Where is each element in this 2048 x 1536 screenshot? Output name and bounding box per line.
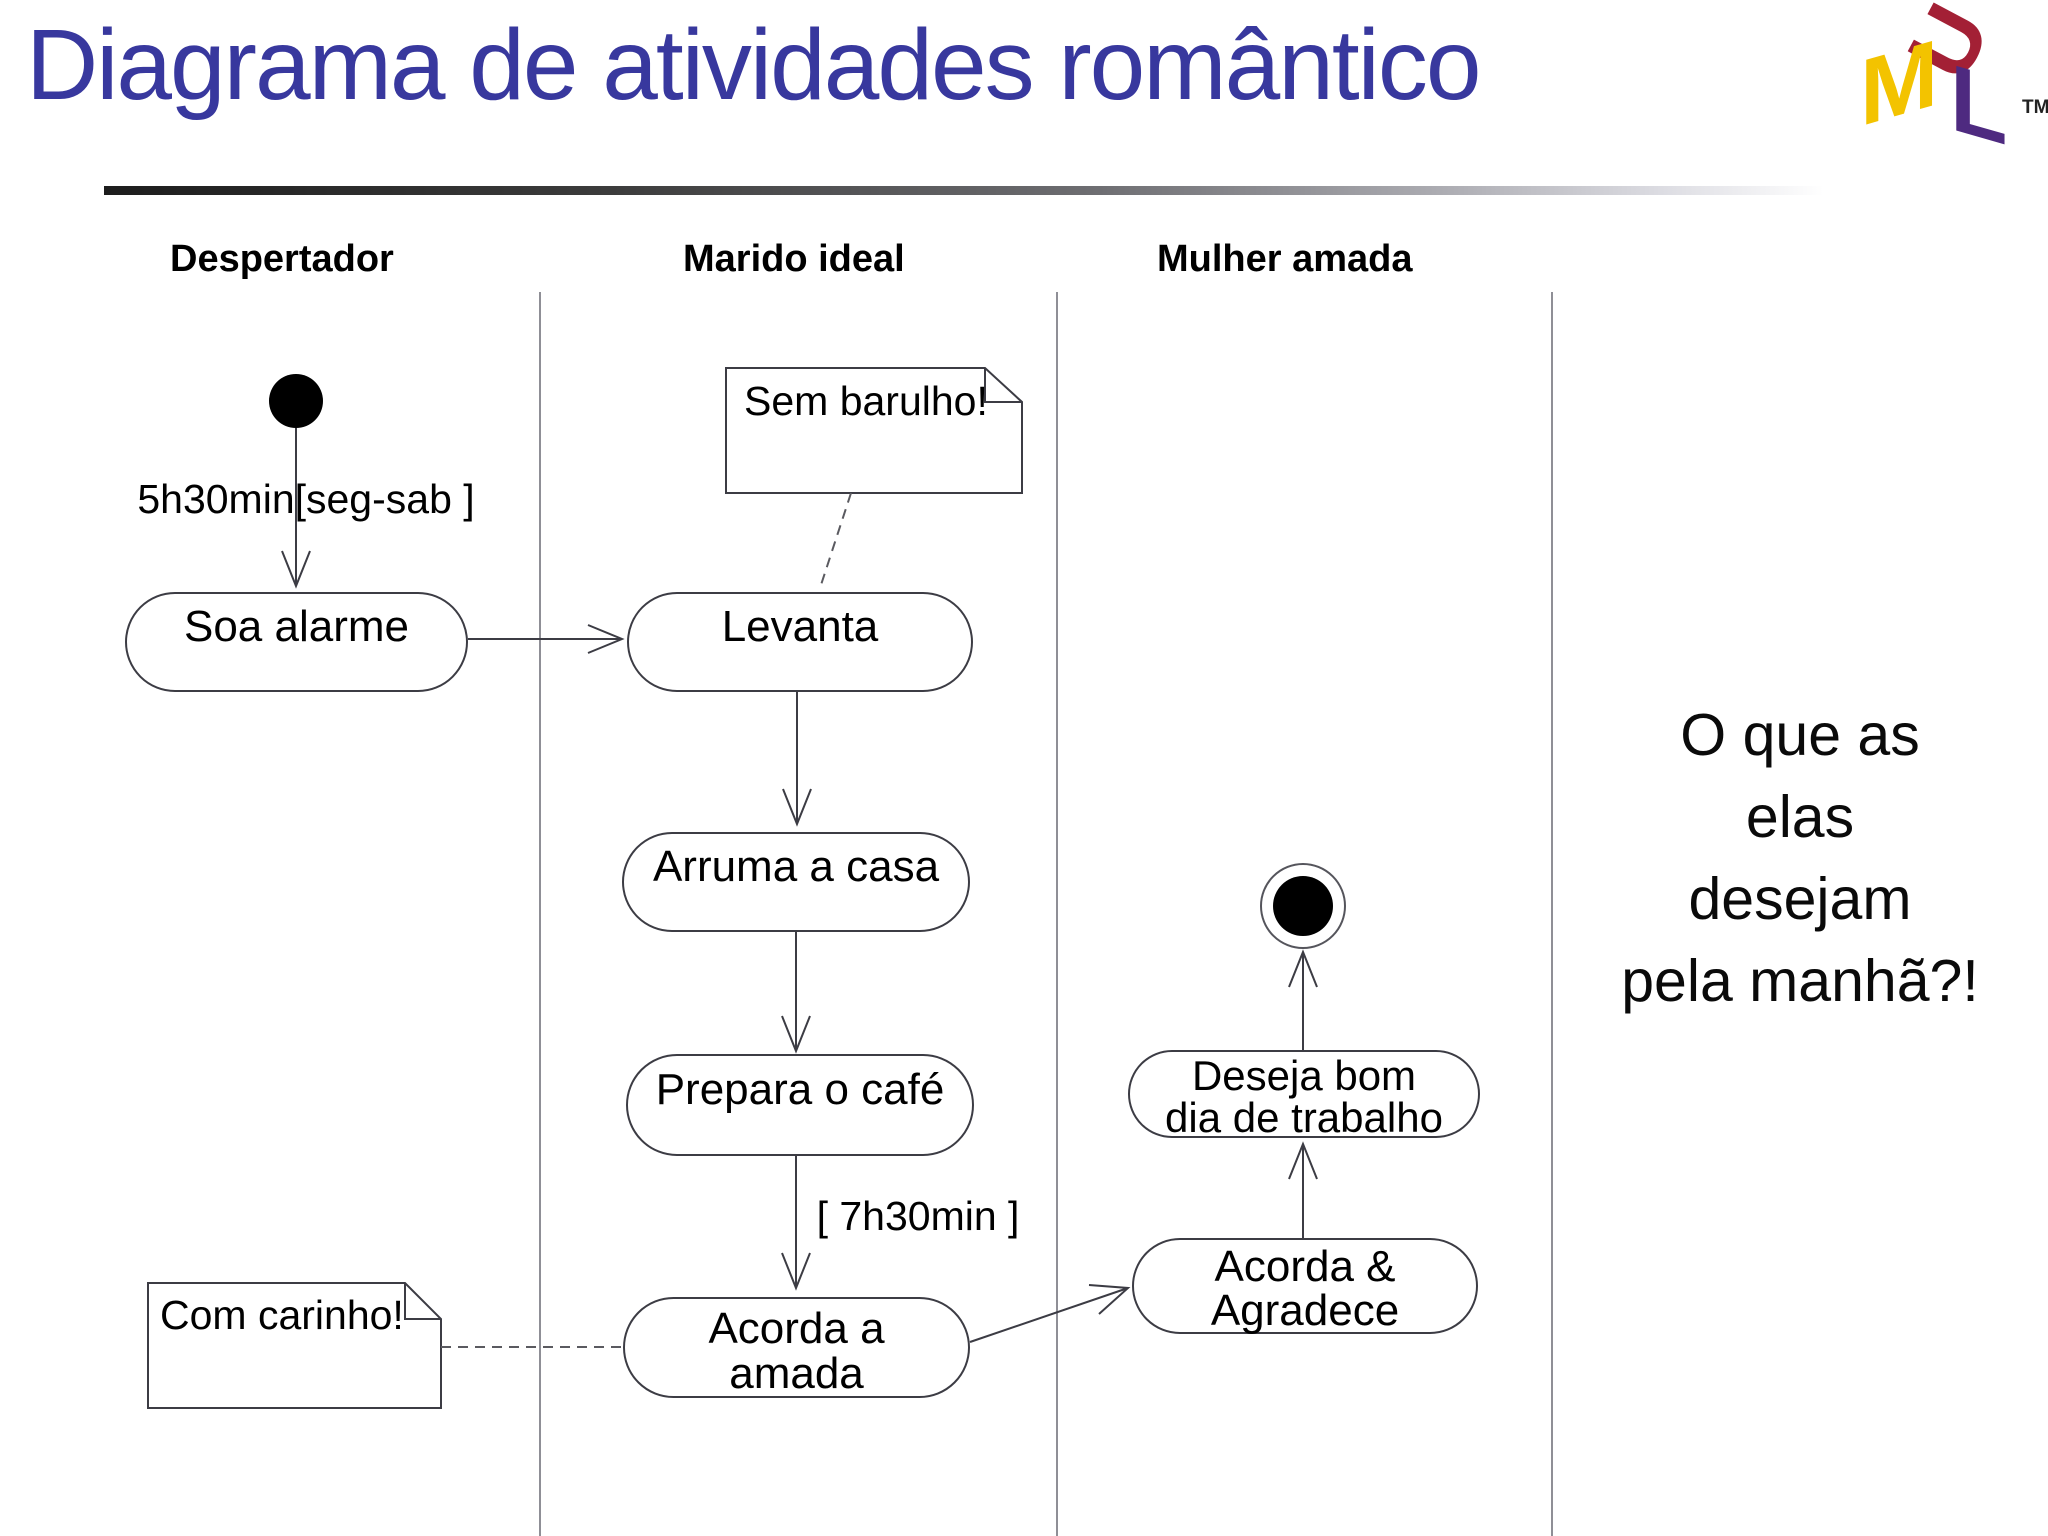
activity-label-line1: Acorda a: [708, 1304, 885, 1353]
arrowhead-levanta-to-arruma: [782, 788, 812, 827]
activity-label-line2: Agradece: [1210, 1286, 1400, 1335]
note-sem-barulho-shape: [725, 367, 1023, 494]
side-question-line1: O que as: [1680, 702, 1920, 768]
activity-acorda-a-amada: Acorda a amada: [623, 1297, 970, 1398]
lane-label-mulher-amada: Mulher amada: [1157, 238, 1413, 280]
activity-deseja-bom-dia: Deseja bom dia de trabalho: [1128, 1050, 1480, 1141]
lane-label-marido-ideal: Marido ideal: [683, 238, 905, 280]
activity-label-line2: amada: [729, 1349, 864, 1398]
activity-arruma-a-casa: Arruma a casa: [622, 832, 970, 932]
final-node: [1273, 876, 1333, 936]
activity-acorda-agradece: Acorda & Agradece: [1132, 1238, 1478, 1334]
arrowhead-agradece-to-deseja: [1288, 1141, 1318, 1180]
arrowhead-deseja-to-final: [1288, 949, 1318, 988]
side-question-line2: elas: [1745, 784, 1855, 850]
side-question-line4: pela manhã?!: [1621, 948, 1979, 1014]
activity-levanta: Levanta: [627, 592, 973, 692]
activity-label-line1: Acorda &: [1214, 1242, 1396, 1291]
side-question-text: O que as elas desejam pela manhã?!: [1480, 694, 2048, 1022]
arrowhead-prepara-to-acorda: [781, 1252, 811, 1291]
side-question-line3: desejam: [1688, 866, 1912, 932]
uml-logo: U M L TM: [1858, 0, 2048, 165]
initial-node: [269, 374, 323, 428]
arrowhead-start-to-soa: [281, 550, 311, 589]
activity-label: Prepara o café: [655, 1065, 945, 1114]
activity-prepara-o-cafe: Prepara o café: [626, 1054, 974, 1156]
guard-label-5h30: 5h30min[seg-sab ]: [137, 476, 475, 522]
uml-logo-trademark: TM: [2022, 97, 2048, 118]
note-sem-barulho-fold-icon: [984, 368, 1022, 403]
activity-label: Levanta: [721, 602, 879, 651]
activity-soa-alarme: Soa alarme: [125, 592, 468, 692]
title-divider-rule: [104, 186, 1914, 195]
activity-label-line2: dia de trabalho: [1165, 1094, 1443, 1141]
arrowhead-soa-to-levanta: [587, 624, 625, 654]
note-com-carinho-fold-icon: [404, 1283, 441, 1320]
slide-title: Diagrama de atividades romântico: [26, 9, 1481, 121]
note-sem-barulho-text: Sem barulho!: [744, 378, 988, 424]
edge-acorda-to-agradece: [969, 1287, 1129, 1343]
activity-label: Soa alarme: [183, 602, 409, 651]
activity-label-line1: Deseja bom: [1191, 1052, 1417, 1099]
arrowhead-arruma-to-prepara: [781, 1015, 811, 1054]
activity-label: Arruma a casa: [652, 842, 940, 891]
arrowhead-acorda-to-agradece: [1088, 1284, 1131, 1315]
guard-label-7h30: [ 7h30min ]: [816, 1193, 1020, 1239]
lane-label-despertador: Despertador: [170, 238, 394, 280]
note-com-carinho-text: Com carinho!: [160, 1292, 404, 1338]
note-com-carinho-shape: [147, 1282, 442, 1409]
note-anchor-sem-barulho: [819, 492, 852, 589]
